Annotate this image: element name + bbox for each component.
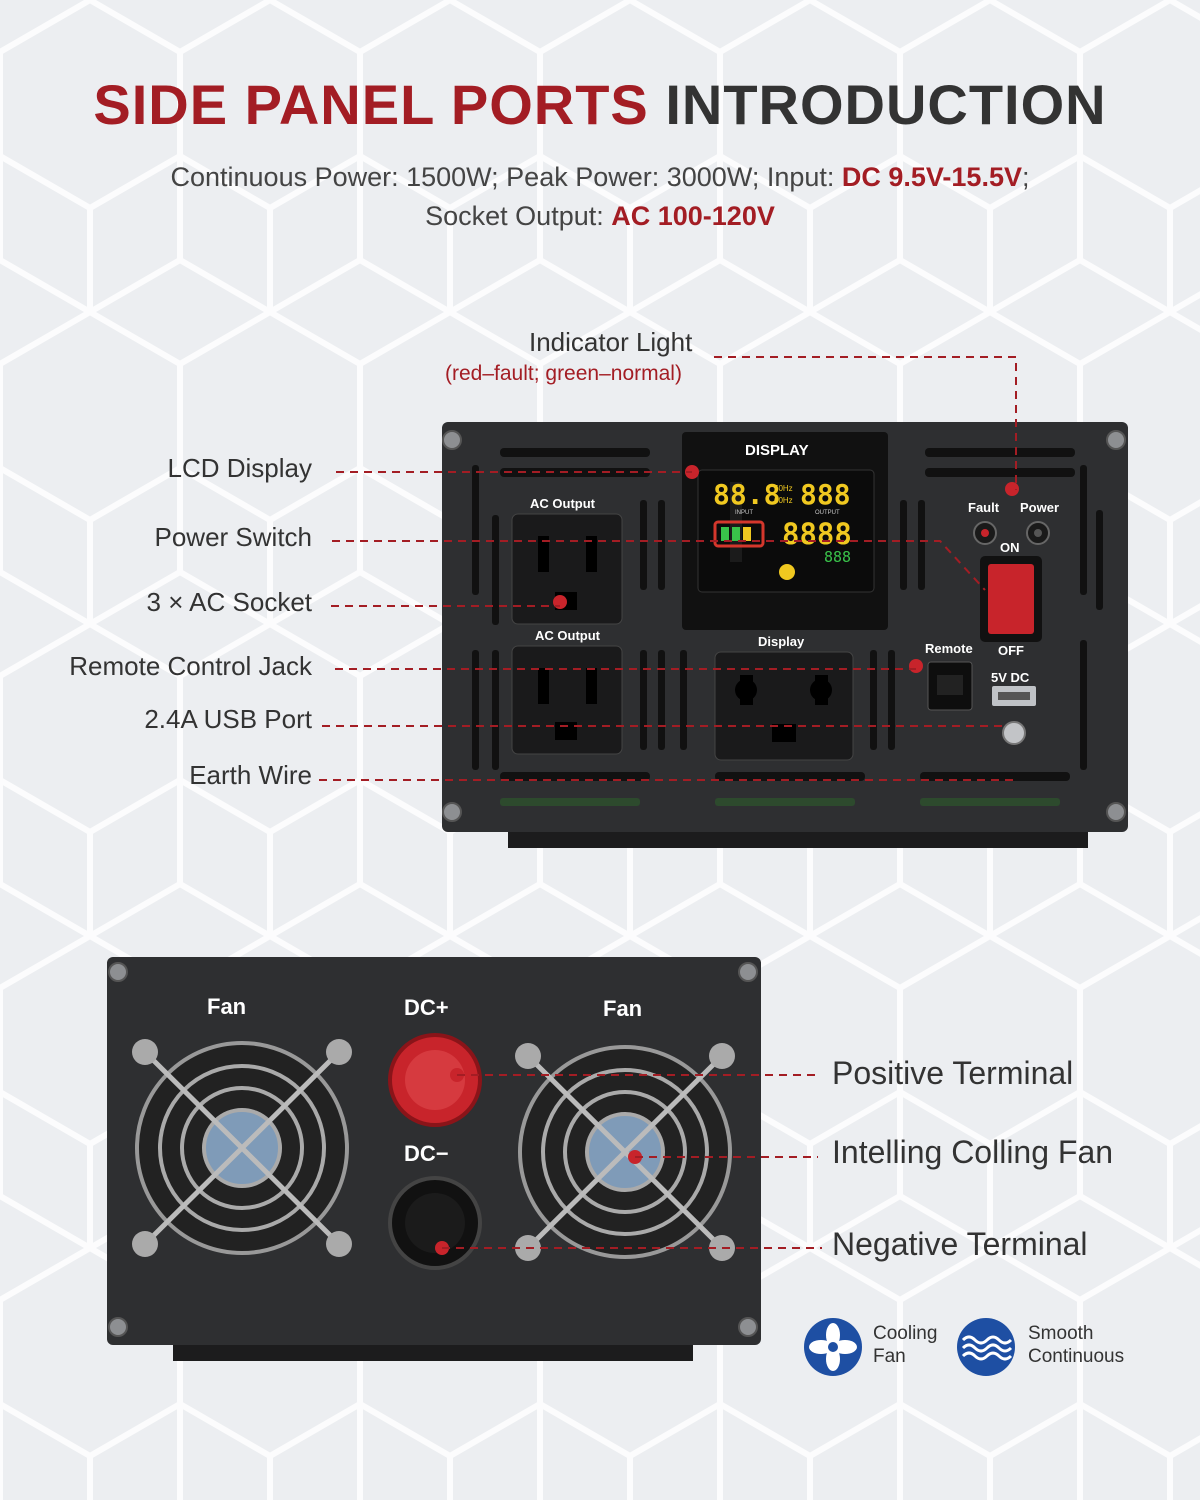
power-label: Power bbox=[1020, 500, 1060, 515]
lcd-input-label: INPUT bbox=[735, 510, 753, 516]
earth-wire-label: Earth Wire bbox=[189, 760, 312, 790]
usb-label: 5V DC bbox=[991, 670, 1030, 685]
positive-terminal-label: Positive Terminal bbox=[832, 1055, 1074, 1091]
lcd-display-label: LCD Display bbox=[167, 453, 313, 483]
remote-label: Remote bbox=[925, 641, 973, 656]
display-socket-label: Display bbox=[758, 634, 805, 649]
lcd-output-label: OUTPUT bbox=[815, 510, 840, 516]
dc-plus-label: DC+ bbox=[404, 995, 449, 1020]
specs-line-2: Socket Output: AC 100-120V bbox=[425, 201, 775, 231]
cooling-fan-label: Intelling Colling Fan bbox=[832, 1134, 1114, 1170]
ac-output-label-2: AC Output bbox=[535, 628, 600, 643]
lcd-hz-60: 60Hz bbox=[774, 496, 793, 505]
lcd-volts-out: 888 bbox=[800, 478, 851, 511]
display-header: DISPLAY bbox=[745, 442, 809, 459]
negative-terminal-label: Negative Terminal bbox=[832, 1226, 1088, 1262]
fan-icon bbox=[804, 1318, 862, 1376]
dc-minus-label: DC− bbox=[404, 1141, 449, 1166]
indicator-light-note: (red–fault; green–normal) bbox=[445, 362, 682, 385]
lcd-temp: 888 bbox=[824, 548, 852, 566]
feature-smooth-continuous: Smooth Continuous bbox=[1028, 1323, 1125, 1367]
fan-left-label: Fan bbox=[207, 994, 247, 1019]
page-title: SIDE PANEL PORTS INTRODUCTION bbox=[93, 73, 1107, 136]
feature-cooling-fan: Cooling Fan bbox=[873, 1323, 938, 1367]
fault-label: Fault bbox=[968, 500, 1000, 515]
power-switch-label: Power Switch bbox=[154, 522, 313, 552]
rear-panel bbox=[107, 957, 761, 1361]
off-label: OFF bbox=[998, 643, 1024, 658]
indicator-light-label: Indicator Light bbox=[529, 327, 693, 357]
ac-socket-label: 3 × AC Socket bbox=[146, 587, 312, 617]
usb-port-label: 2.4A USB Port bbox=[144, 704, 312, 734]
specs-line-1: Continuous Power: 1500W; Peak Power: 300… bbox=[170, 162, 1030, 192]
ac-output-label-1: AC Output bbox=[530, 496, 595, 511]
lcd-watts: 8888 bbox=[782, 517, 852, 551]
remote-control-jack-label: Remote Control Jack bbox=[69, 651, 312, 681]
lcd-volts-in: 88.8 bbox=[713, 478, 781, 511]
on-label: ON bbox=[1000, 540, 1020, 555]
fan-right-label: Fan bbox=[603, 996, 643, 1021]
wave-icon bbox=[957, 1318, 1015, 1376]
lcd-hz-50: 50Hz bbox=[774, 484, 793, 493]
